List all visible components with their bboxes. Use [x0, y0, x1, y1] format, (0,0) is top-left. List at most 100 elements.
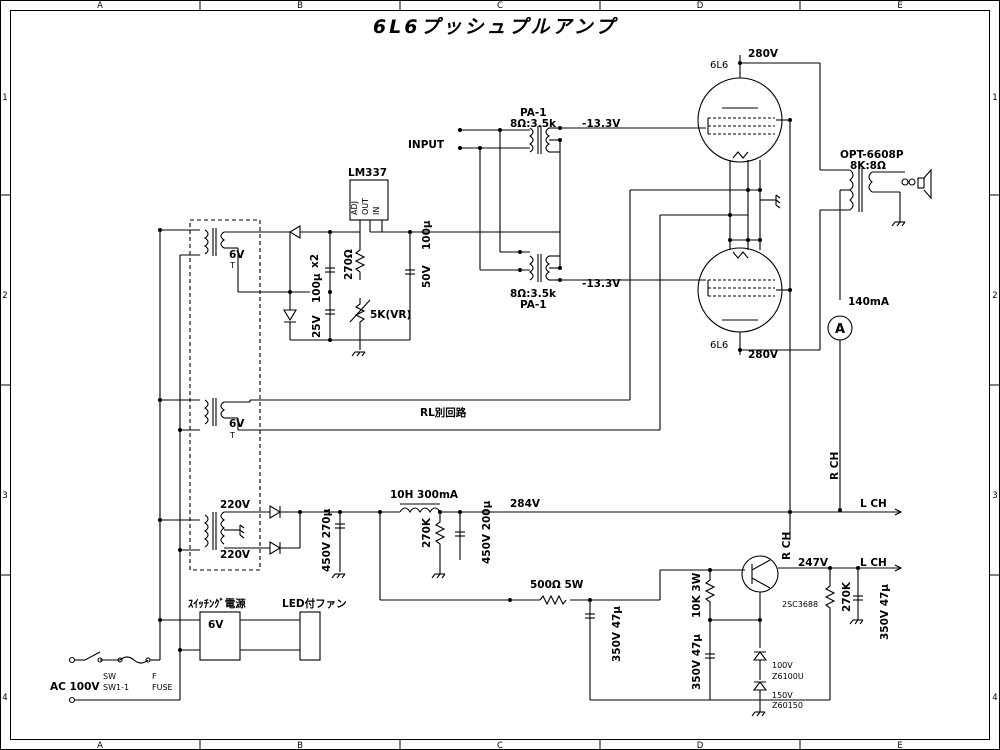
- svg-text:Z6100U: Z6100U: [772, 672, 804, 681]
- svg-text:x2: x2: [309, 254, 321, 268]
- svg-text:R CH: R CH: [829, 452, 841, 480]
- svg-text:247V: 247V: [798, 557, 829, 569]
- svg-text:350V 47μ: 350V 47μ: [611, 606, 623, 662]
- svg-text:OUT: OUT: [361, 198, 370, 215]
- svg-text:10K 3W: 10K 3W: [691, 572, 703, 618]
- svg-text:150V: 150V: [772, 691, 793, 700]
- svg-text:3: 3: [992, 491, 997, 501]
- svg-text:5K(VR): 5K(VR): [370, 309, 411, 321]
- svg-text:25V: 25V: [311, 314, 323, 338]
- diagram-title: 6L6プッシュプルアンプ: [373, 16, 618, 38]
- svg-text:PA-1: PA-1: [520, 299, 547, 311]
- svg-text:F: F: [152, 672, 157, 681]
- svg-text:A: A: [97, 741, 103, 750]
- tube-top: 6L6 280V: [697, 48, 783, 163]
- svg-text:280V: 280V: [748, 48, 779, 60]
- svg-text:1: 1: [992, 93, 997, 103]
- svg-text:LM337: LM337: [348, 167, 387, 179]
- svg-text:4: 4: [992, 693, 997, 703]
- input-section: INPUT PA-1 8Ω:3.5k -13.3V 8Ω:3.5k PA-1 -…: [408, 107, 706, 311]
- svg-text:Z60150: Z60150: [772, 701, 803, 710]
- svg-text:FUSE: FUSE: [152, 683, 173, 692]
- svg-text:SW1-1: SW1-1: [103, 683, 129, 692]
- svg-text:6L6: 6L6: [710, 60, 728, 71]
- heater-tf-1: 6V T: [204, 228, 310, 293]
- svg-text:D: D: [697, 741, 704, 750]
- svg-text:8K:8Ω: 8K:8Ω: [850, 160, 886, 172]
- svg-text:ｽｲｯﾁﾝｸﾞ電源: ｽｲｯﾁﾝｸﾞ電源: [188, 597, 246, 610]
- aux-supplies: 6V ｽｲｯﾁﾝｸﾞ電源 LED付ファン: [158, 597, 347, 661]
- primary-bus: [158, 228, 200, 660]
- svg-text:8Ω:3.5k: 8Ω:3.5k: [510, 118, 557, 130]
- svg-text:500Ω 5W: 500Ω 5W: [530, 579, 584, 591]
- svg-text:C: C: [497, 741, 503, 750]
- svg-text:270Ω: 270Ω: [343, 249, 355, 280]
- inner-frame: [10, 10, 990, 740]
- svg-text:SW: SW: [103, 672, 116, 681]
- svg-text:284V: 284V: [510, 498, 541, 510]
- heater-tf-2: 6V T RL別回路: [204, 190, 661, 440]
- power-transformer-box: [189, 219, 261, 571]
- svg-text:4: 4: [2, 693, 7, 703]
- bias-regulator: x2 100μ 25V 270Ω 5K(VR) LM337 ADJ OUT IN…: [283, 167, 560, 357]
- svg-text:2: 2: [992, 291, 997, 301]
- svg-text:6V: 6V: [229, 249, 245, 261]
- svg-text:8Ω:3.5k: 8Ω:3.5k: [510, 288, 557, 300]
- svg-text:PA-1: PA-1: [520, 107, 547, 119]
- svg-text:B: B: [297, 741, 303, 750]
- output-transformer: OPT-6608P 8K:8Ω: [738, 61, 932, 352]
- svg-text:RL別回路: RL別回路: [420, 406, 467, 419]
- svg-text:AC 100V: AC 100V: [50, 681, 100, 693]
- input-label: INPUT: [408, 139, 445, 151]
- svg-text:L CH: L CH: [860, 498, 887, 510]
- tube-bottom: 6L6 280V: [697, 247, 783, 361]
- svg-text:270K: 270K: [841, 581, 853, 612]
- svg-text:IN: IN: [372, 207, 381, 215]
- svg-text:270K: 270K: [421, 517, 433, 548]
- svg-text:A: A: [835, 322, 845, 337]
- svg-text:1: 1: [2, 93, 7, 103]
- svg-text:-13.3V: -13.3V: [582, 278, 621, 290]
- svg-text:LED付ファン: LED付ファン: [282, 597, 347, 610]
- svg-text:350V 47μ: 350V 47μ: [879, 584, 891, 640]
- svg-text:T: T: [229, 261, 235, 270]
- svg-text:T: T: [229, 431, 235, 440]
- mains-input: AC 100V SW SW1-1 F FUSE: [50, 620, 181, 704]
- svg-text:C: C: [497, 1, 503, 11]
- ammeter: A 140mA R CH: [827, 296, 890, 512]
- svg-text:-13.3V: -13.3V: [582, 118, 621, 130]
- svg-text:L CH: L CH: [860, 557, 887, 569]
- svg-text:B: B: [297, 1, 303, 11]
- svg-text:2SC3688: 2SC3688: [782, 600, 818, 609]
- svg-text:100μ: 100μ: [311, 273, 323, 303]
- screen-regulator: 500Ω 5W 350V 47μ 10K 3W 350V 47μ 100V Z6…: [379, 512, 903, 717]
- svg-text:R CH: R CH: [781, 532, 793, 560]
- svg-text:350V 47μ: 350V 47μ: [691, 634, 703, 690]
- svg-text:6V: 6V: [229, 418, 245, 430]
- svg-text:100μ: 100μ: [421, 220, 433, 250]
- svg-text:450V 200μ: 450V 200μ: [481, 500, 493, 564]
- svg-text:100V: 100V: [772, 661, 793, 670]
- svg-text:6L6: 6L6: [710, 340, 728, 351]
- svg-text:3: 3: [2, 491, 7, 501]
- svg-text:140mA: 140mA: [848, 296, 890, 308]
- svg-text:OPT-6608P: OPT-6608P: [840, 149, 904, 161]
- svg-text:2: 2: [2, 291, 7, 301]
- hv-supply: 220V 220V 450V 270μ 10H 300mA 270K 450V …: [204, 489, 903, 579]
- svg-text:E: E: [897, 1, 902, 11]
- svg-text:10H 300mA: 10H 300mA: [390, 489, 459, 501]
- svg-text:6V: 6V: [208, 619, 224, 631]
- svg-text:280V: 280V: [748, 349, 779, 361]
- svg-text:D: D: [697, 1, 704, 11]
- svg-text:450V 270μ: 450V 270μ: [321, 508, 333, 572]
- svg-text:E: E: [897, 741, 902, 750]
- heater-wiring: [630, 160, 781, 250]
- svg-text:220V: 220V: [220, 499, 251, 511]
- svg-text:A: A: [97, 1, 103, 11]
- svg-text:220V: 220V: [220, 549, 251, 561]
- svg-text:50V: 50V: [421, 264, 433, 288]
